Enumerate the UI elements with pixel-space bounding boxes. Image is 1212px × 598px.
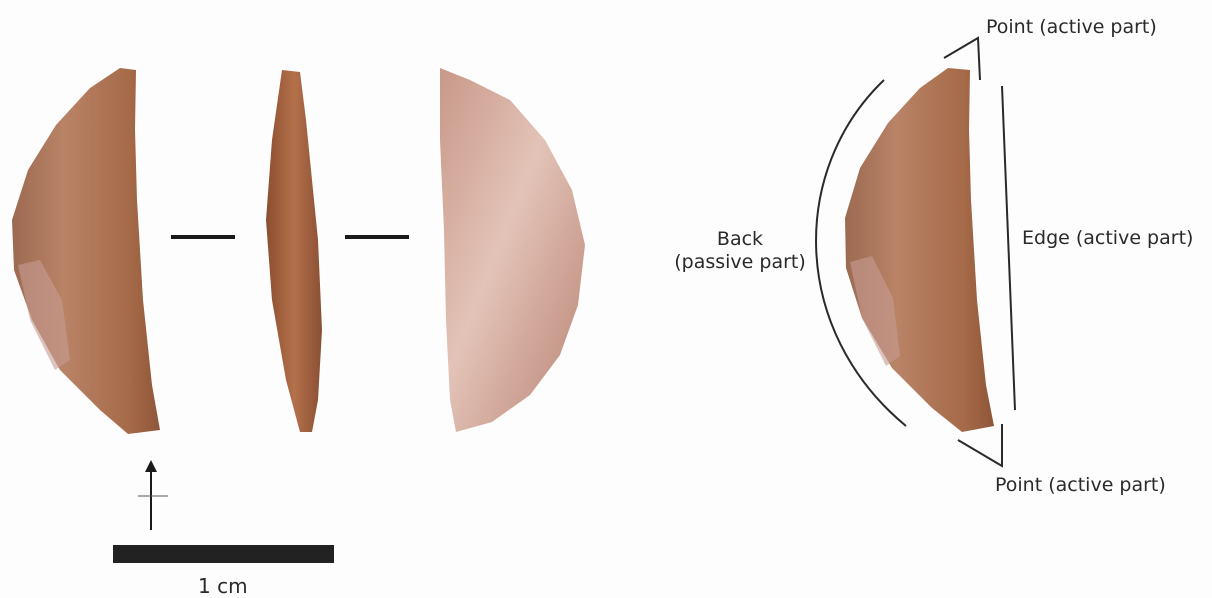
ventral-blade — [440, 68, 585, 432]
ventral-view — [440, 68, 585, 432]
label-back: Back (passive part) — [670, 228, 810, 274]
annotated-view — [845, 68, 994, 432]
annotated-blade — [845, 68, 994, 432]
label-edge: Edge (active part) — [1022, 227, 1193, 250]
dorsal-blade — [12, 68, 160, 434]
scale-bar-label: 1 cm — [198, 574, 248, 598]
label-back-line1: Back — [670, 228, 810, 251]
profile-view — [266, 70, 322, 432]
label-point-top: Point (active part) — [986, 16, 1157, 39]
profile-blade — [266, 70, 322, 432]
dorsal-view — [12, 68, 160, 434]
orientation-arrow — [138, 460, 168, 530]
label-point-bottom: Point (active part) — [995, 474, 1166, 497]
scale-bar — [113, 545, 334, 563]
edge-line — [1002, 86, 1015, 410]
label-back-line2: (passive part) — [670, 251, 810, 274]
